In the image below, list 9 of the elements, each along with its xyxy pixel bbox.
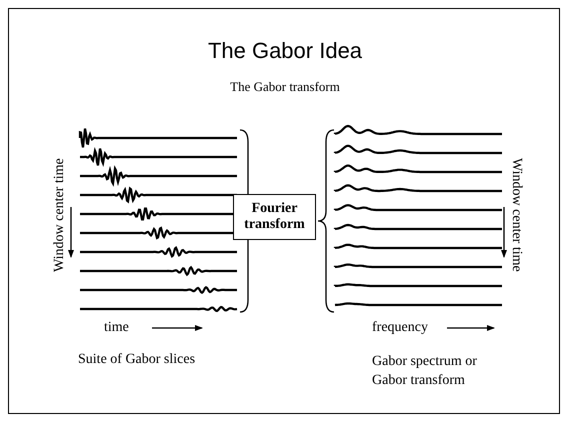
axis-label: frequency [372,320,428,336]
slide-title: The Gabor Idea [206,38,364,64]
axis-label: time [104,320,129,336]
caption-text: Gabor spectrum or Gabor transform [372,353,478,390]
axis-label: Window center time [52,157,68,274]
subtitle: The Gabor transform [229,79,341,95]
caption-text: Suite of Gabor slices [78,352,196,368]
process-box: Fourier transform [233,194,316,240]
axis-label: Window center time [508,157,524,274]
